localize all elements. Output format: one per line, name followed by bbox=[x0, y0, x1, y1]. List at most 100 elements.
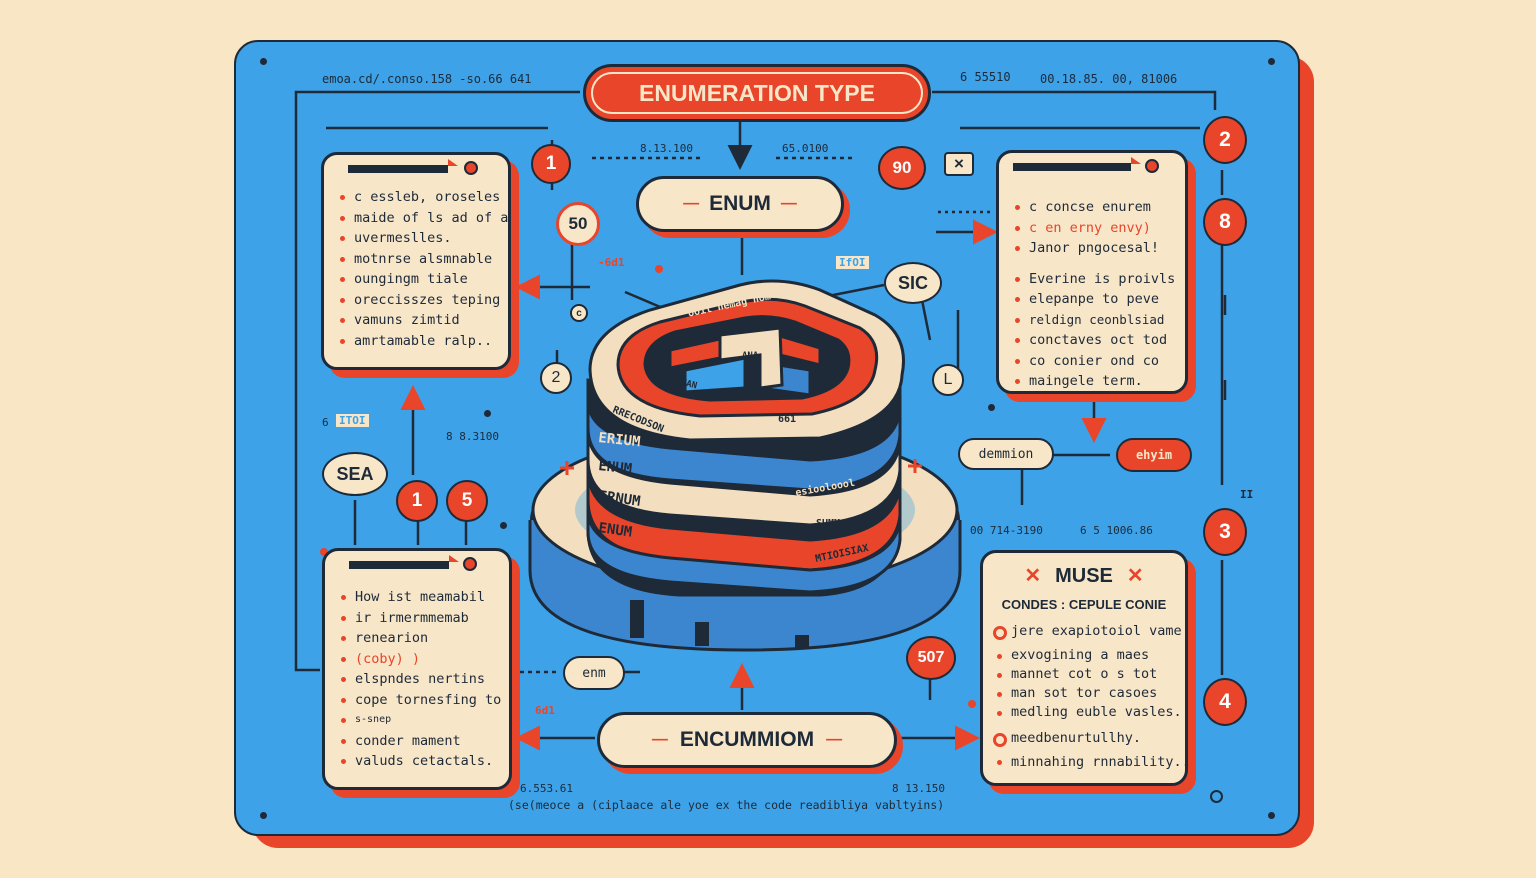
stack-label: SUMM bbox=[816, 518, 840, 529]
list-item: Janor pngocesal! bbox=[1015, 238, 1175, 259]
code-label: 00 714-3190 bbox=[970, 524, 1043, 537]
list-item: c concse enurem bbox=[1015, 197, 1175, 218]
list-item: (coby) ) bbox=[341, 649, 501, 670]
accent-dot bbox=[968, 700, 976, 708]
list-item: valuds cetactals. bbox=[341, 751, 501, 772]
enum-pill: — ENUM — bbox=[636, 176, 844, 232]
title-pill: ENUMERATION TYPE bbox=[583, 64, 931, 122]
circle-50: 50 bbox=[556, 202, 600, 246]
two-bubble: 2 bbox=[540, 362, 572, 394]
list-item: exvogining a maes bbox=[997, 646, 1190, 665]
ink-dot bbox=[500, 522, 507, 529]
tag-label: -6d1 bbox=[598, 256, 625, 269]
stack-label: ENUM bbox=[597, 520, 633, 541]
list-item: medling euble vasles. bbox=[997, 703, 1190, 722]
circle-507: 507 bbox=[906, 636, 956, 680]
circle-90: 90 bbox=[878, 146, 926, 190]
code-label: 6 5 1006.86 bbox=[1080, 524, 1153, 537]
enum-label: ENUM bbox=[709, 192, 771, 215]
list-item: elepanpe to peve bbox=[1015, 289, 1175, 310]
list-item: meedbenurtullhy. bbox=[993, 728, 1190, 749]
tag-label: ITOI bbox=[336, 414, 369, 427]
corner-dot bbox=[260, 58, 267, 65]
list-item: maingele term. bbox=[1015, 371, 1175, 392]
enm-pill: enm bbox=[563, 656, 625, 690]
card-bottom-left-list: How ist meamabil ir irmermmemab reneario… bbox=[341, 587, 501, 772]
accent-dot bbox=[655, 265, 663, 273]
list-item: amrtamable ralp.. bbox=[340, 331, 508, 352]
close-icon: × bbox=[944, 152, 974, 176]
bottom-pill: — ENCUMMIOM — bbox=[597, 712, 897, 768]
list-item: s-snep bbox=[341, 710, 501, 731]
card-heading: ✕MUSE✕ bbox=[1024, 565, 1144, 587]
footer-caption: (se(meoce a (ciplaace ale yoe ex the cod… bbox=[508, 798, 945, 812]
stack-label: ERIUM bbox=[598, 430, 642, 450]
page-title: ENUMERATION TYPE bbox=[639, 79, 875, 106]
list-item: motnrse alsmnable bbox=[340, 249, 508, 270]
corner-dot bbox=[1268, 58, 1275, 65]
list-item: maide of ls ad of a bbox=[340, 208, 508, 229]
header-code-right1: 6 55510 bbox=[960, 70, 1011, 84]
list-item: c essleb, oroseles bbox=[340, 187, 508, 208]
list-item: jere exapiotoiol vame bbox=[993, 621, 1190, 642]
list-item: oreccisszes teping bbox=[340, 290, 508, 311]
list-item: conctaves oct tod bbox=[1015, 330, 1175, 351]
corner-dot bbox=[260, 812, 267, 819]
list-item: elspndes nertins bbox=[341, 669, 501, 690]
ink-dot bbox=[1210, 790, 1223, 803]
ink-dot bbox=[484, 410, 491, 417]
list-item: conder mament bbox=[341, 731, 501, 752]
stack-label: ERNUM bbox=[597, 488, 641, 510]
circle-5-left: 5 bbox=[446, 480, 488, 522]
code-label: 8 13.150 bbox=[892, 782, 945, 795]
header-code-right2: 00.18.85. 00, 81006 bbox=[1040, 72, 1178, 86]
stack-label: ANA bbox=[742, 351, 759, 361]
list-item: Everine is proivls bbox=[1015, 269, 1175, 290]
cloud-pill: ehyim bbox=[1116, 438, 1192, 472]
card-subheading: CONDES : CEPULE CONIE bbox=[1001, 597, 1167, 612]
list-item: co conier ond co bbox=[1015, 351, 1175, 372]
card-tab-dot bbox=[1145, 159, 1159, 173]
circle-1-top: 1 bbox=[531, 144, 571, 184]
list-item: man sot tor casoes bbox=[997, 684, 1190, 703]
header-code-left: emoa.cd/.conso.158 -so.66 641 bbox=[322, 72, 532, 86]
sea-bubble: SEA bbox=[322, 452, 388, 496]
card-tab-dot bbox=[464, 161, 478, 175]
code-label: 8 8.3100 bbox=[446, 430, 499, 443]
list-item: ir irmermmemab bbox=[341, 608, 501, 629]
card-top-left: c essleb, oroseles maide of ls ad of a u… bbox=[321, 152, 511, 370]
list-item: vamuns zimtid bbox=[340, 310, 508, 331]
list-item: How ist meamabil bbox=[341, 587, 501, 608]
accent-dot bbox=[320, 548, 328, 556]
stack-label: ENUM bbox=[598, 458, 633, 477]
card-bottom-right: ✕MUSE✕ CONDES : CEPULE CONIE jere exapio… bbox=[980, 550, 1190, 786]
ink-dot bbox=[988, 404, 995, 411]
circle-right-4: 4 bbox=[1203, 678, 1247, 726]
list-item: cope tornesfing to bbox=[341, 690, 501, 711]
circle-right-2: 2 bbox=[1203, 116, 1247, 164]
code-label: 8.13.100 bbox=[640, 142, 693, 155]
tag-label: II bbox=[1240, 488, 1254, 501]
card-tab-dot bbox=[463, 557, 477, 571]
list-item: mannet cot o s tot bbox=[997, 665, 1190, 684]
circle-1-left: 1 bbox=[396, 480, 438, 522]
stack-label: 661 bbox=[778, 414, 796, 425]
card-bottom-left: How ist meamabil ir irmermmemab reneario… bbox=[322, 548, 512, 790]
bottom-pill-label: ENCUMMIOM bbox=[679, 728, 815, 751]
card-top-right-list: c concse enurem c en erny envy) Janor pn… bbox=[1015, 197, 1175, 392]
stack-label: CODE bbox=[725, 440, 749, 451]
list-item: reldign ceonblsiad bbox=[1015, 310, 1175, 331]
card-top-right: c concse enurem c en erny envy) Janor pn… bbox=[996, 150, 1188, 394]
corner-dot bbox=[1268, 812, 1275, 819]
card-bottom-right-list: jere exapiotoiol vame exvogining a maes … bbox=[993, 621, 1190, 773]
l-bubble: L bbox=[932, 364, 964, 396]
sic-bubble: SIC bbox=[884, 262, 942, 304]
card-top-left-list: c essleb, oroseles maide of ls ad of a u… bbox=[340, 187, 508, 351]
circle-right-3: 3 bbox=[1203, 508, 1247, 556]
list-item: renearion bbox=[341, 628, 501, 649]
enum-stack-illustration: ooil nemag nom RRECODSON CODE 661 TINAN … bbox=[528, 279, 962, 652]
tag-label: 6d1 bbox=[535, 704, 555, 717]
list-item: minnahing rnnability.. bbox=[997, 752, 1190, 773]
card-tab bbox=[348, 159, 458, 173]
